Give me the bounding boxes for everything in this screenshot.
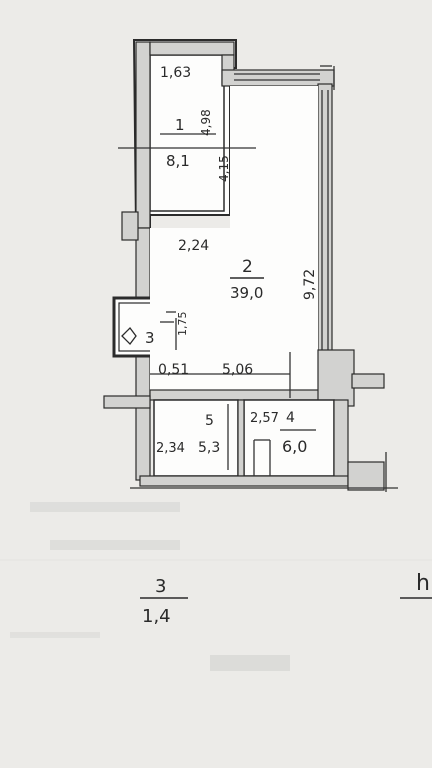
room1-number: 1	[175, 116, 185, 134]
legend-value: 1,4	[142, 606, 171, 627]
room2-area: 39,0	[230, 284, 263, 302]
room2-notch: 0,51	[158, 362, 189, 378]
room4-number: 4	[286, 410, 295, 426]
room4-width: 2,57	[250, 411, 279, 426]
vent-icon	[121, 327, 137, 345]
room1-side: 4,15	[217, 155, 231, 182]
room1-width: 1,63	[160, 65, 191, 81]
room2-width: 2,24	[178, 238, 209, 254]
edge-fragment: h	[416, 571, 430, 596]
room1-length: 4,98	[199, 109, 213, 136]
room2-bottom: 5,06	[222, 362, 253, 378]
room3-number: 3	[145, 329, 155, 347]
dimension-lines	[118, 133, 291, 398]
room2-length: 9,72	[302, 269, 318, 300]
legend-number: 3	[155, 576, 166, 597]
room4-area: 6,0	[282, 437, 307, 456]
room5-area: 5,3	[198, 440, 220, 456]
room2-number: 2	[242, 257, 253, 277]
walls	[103, 39, 398, 492]
room3-dim: 1,75	[176, 312, 189, 337]
room1-area: 8,1	[166, 152, 190, 170]
room5-number: 5	[205, 413, 214, 429]
room5-width: 2,34	[156, 441, 185, 456]
bleed-through-text	[10, 502, 290, 671]
